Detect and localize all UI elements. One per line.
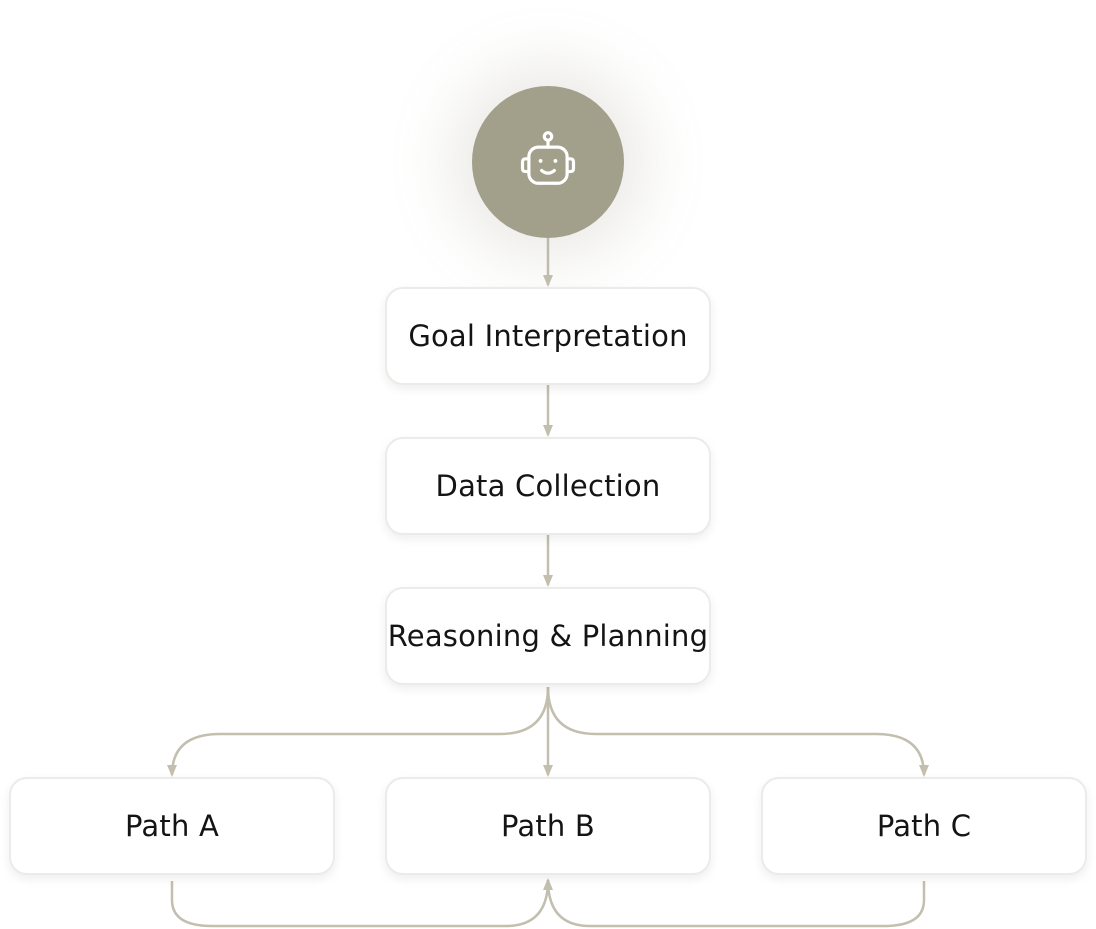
arrow-reasoning-to-path-c: [546, 686, 929, 777]
reasoning-planning-label: Reasoning & Planning: [387, 619, 709, 653]
path-a-label: Path A: [125, 809, 219, 843]
agent-node: [472, 86, 624, 238]
reasoning-planning-node: Reasoning & Planning: [385, 587, 711, 685]
robot-icon: [520, 131, 576, 185]
arrow-path-c-to-path-b: [546, 879, 926, 928]
path-c-node: Path C: [761, 777, 1087, 875]
data-collection-node: Data Collection: [385, 437, 711, 535]
goal-interpretation-label: Goal Interpretation: [408, 319, 688, 353]
data-collection-label: Data Collection: [435, 469, 661, 503]
arrow-reasoning-to-path-a: [167, 686, 550, 777]
arrow-path-a-to-path-b: [170, 878, 553, 928]
path-c-label: Path C: [876, 809, 972, 843]
path-b-node: Path B: [385, 777, 711, 875]
goal-interpretation-node: Goal Interpretation: [385, 287, 711, 385]
path-b-label: Path B: [500, 809, 596, 843]
path-a-node: Path A: [9, 777, 335, 875]
